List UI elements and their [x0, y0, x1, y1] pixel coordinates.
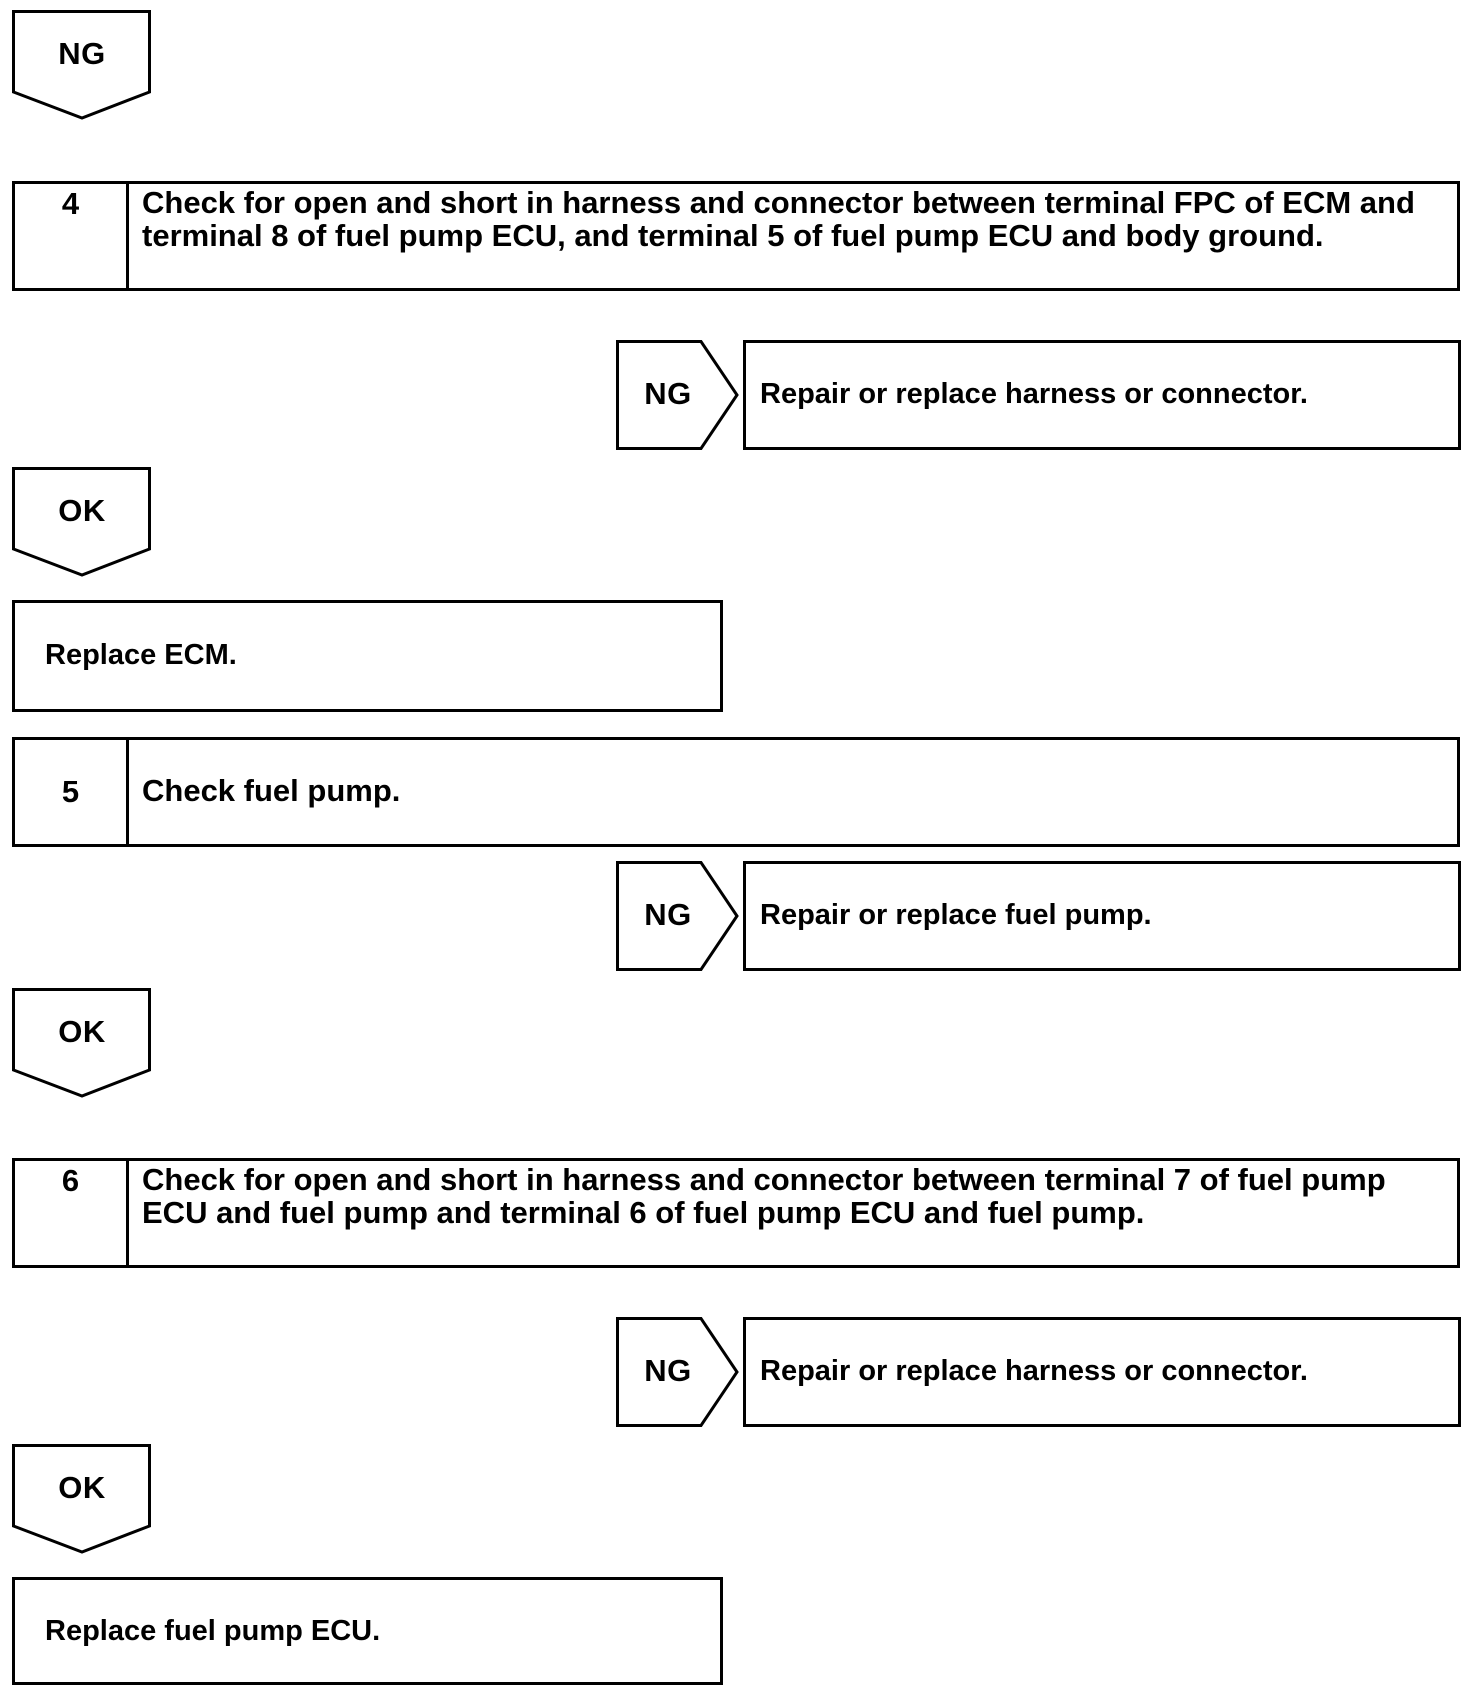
step-number: 4: [15, 184, 129, 288]
right-pentagon-icon: [616, 340, 739, 450]
step-description: Check fuel pump.: [142, 773, 401, 808]
action-text: Repair or replace harness or connector.: [760, 378, 1308, 410]
step-number-text: 6: [61, 1163, 80, 1198]
action-text: Replace fuel pump ECU.: [45, 1615, 381, 1647]
step-6-box: 6 Check for open and short in harness an…: [12, 1158, 1460, 1268]
action-text: Replace ECM.: [45, 639, 237, 671]
repair-harness-box: Repair or replace harness or connector.: [743, 340, 1461, 450]
step-number: 5: [15, 740, 129, 844]
ng-down-arrow-top: NG: [12, 10, 152, 122]
ng-right-arrow-step5: NG: [616, 861, 740, 971]
ng-right-arrow-step4: NG: [616, 340, 740, 450]
right-pentagon-icon: [616, 1317, 739, 1427]
ng-label: NG: [644, 376, 692, 411]
ok-label: OK: [58, 1014, 106, 1049]
ok-down-arrow-step5: OK: [12, 988, 152, 1100]
step-number-text: 4: [61, 186, 80, 221]
right-pentagon-icon: [616, 861, 739, 971]
repair-harness-box-2: Repair or replace harness or connector.: [743, 1317, 1461, 1427]
down-pentagon-icon: [12, 467, 151, 577]
down-pentagon-icon: [12, 988, 151, 1098]
ok-down-arrow-step4: OK: [12, 467, 152, 579]
action-text: Repair or replace harness or connector.: [760, 1355, 1308, 1387]
ng-label: NG: [58, 36, 106, 71]
step-4-box: 4 Check for open and short in harness an…: [12, 181, 1460, 291]
ok-down-arrow-step6: OK: [12, 1444, 152, 1556]
repair-fuel-pump-box: Repair or replace fuel pump.: [743, 861, 1461, 971]
replace-fuel-pump-ecu-box: Replace fuel pump ECU.: [12, 1577, 723, 1685]
down-pentagon-icon: [12, 1444, 151, 1554]
step-5-box: 5 Check fuel pump.: [12, 737, 1460, 847]
step-number: 6: [15, 1161, 129, 1265]
down-pentagon-icon: [12, 10, 151, 120]
ng-label: NG: [644, 897, 692, 932]
ng-right-arrow-step6: NG: [616, 1317, 740, 1427]
replace-ecm-box: Replace ECM.: [12, 600, 723, 712]
step-description: Check for open and short in harness and …: [142, 1162, 1386, 1230]
ok-label: OK: [58, 1470, 106, 1505]
step-number-text: 5: [61, 774, 80, 809]
action-text: Repair or replace fuel pump.: [760, 899, 1152, 931]
step-description: Check for open and short in harness and …: [142, 185, 1415, 253]
ok-label: OK: [58, 493, 106, 528]
ng-label: NG: [644, 1353, 692, 1388]
